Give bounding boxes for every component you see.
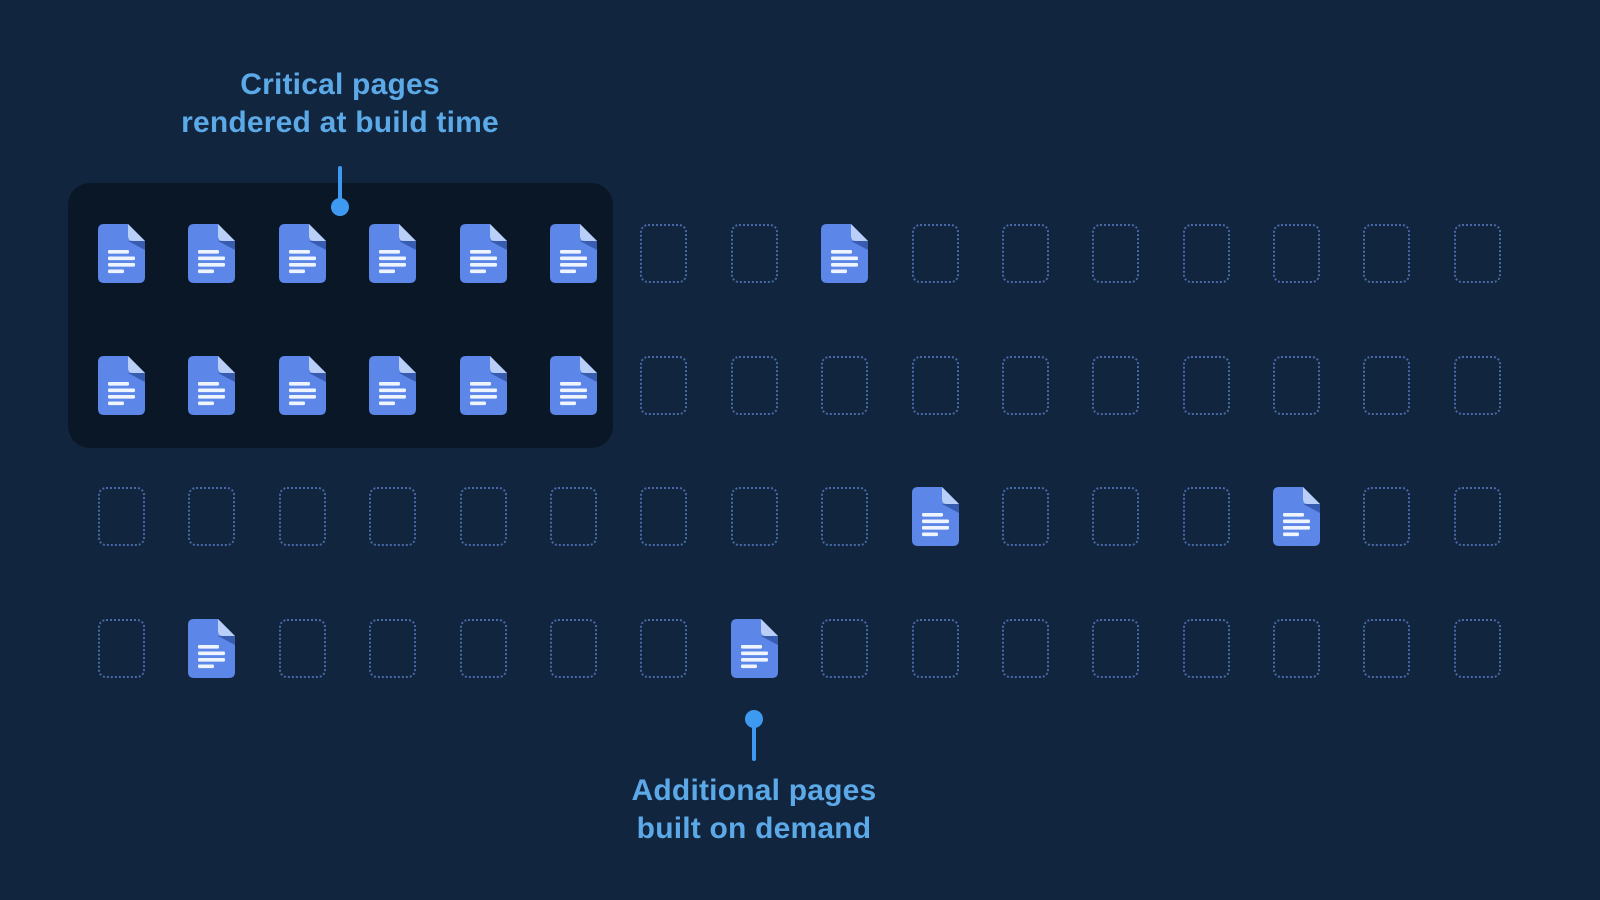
placeholder-slot [1182, 355, 1230, 415]
placeholder-slot [1092, 224, 1140, 283]
demand-connector-line [752, 719, 756, 761]
build-connector-dot [331, 198, 349, 216]
document-icon [730, 618, 778, 678]
document-icon [549, 355, 597, 415]
build-annotation-line2: rendered at build time [181, 106, 499, 139]
placeholder-slot [1001, 355, 1049, 415]
placeholder-slot [1453, 487, 1501, 546]
placeholder-slot [1001, 224, 1049, 283]
placeholder-slot [1182, 618, 1230, 678]
placeholder-slot [98, 487, 145, 546]
placeholder-slot [640, 355, 688, 415]
placeholder-slot [821, 355, 869, 415]
placeholder-slot [911, 618, 959, 678]
document-icon [1273, 487, 1321, 546]
doc-glyph [369, 224, 417, 283]
doc-glyph [1273, 487, 1321, 546]
doc-glyph [188, 224, 236, 283]
placeholder-slot [730, 487, 778, 546]
placeholder-slot [640, 618, 688, 678]
placeholder-slot [640, 224, 688, 283]
document-icon [459, 355, 507, 415]
document-icon [188, 355, 236, 415]
placeholder-slot [911, 224, 959, 283]
placeholder-slot [188, 487, 236, 546]
build-annotation: Critical pages rendered at build time [80, 66, 600, 142]
doc-glyph [821, 224, 869, 283]
document-icon [278, 355, 326, 415]
doc-glyph [188, 618, 236, 678]
doc-glyph [911, 487, 959, 546]
demand-annotation-line2: built on demand [636, 812, 872, 845]
placeholder-slot [1363, 487, 1411, 546]
placeholder-slot [1363, 355, 1411, 415]
placeholder-slot [1363, 618, 1411, 678]
demand-annotation-line1: Additional pages [631, 774, 877, 807]
placeholder-slot [1273, 355, 1321, 415]
placeholder-slot [278, 618, 326, 678]
doc-glyph [278, 355, 326, 415]
placeholder-slot [1182, 487, 1230, 546]
doc-glyph [98, 355, 145, 415]
placeholder-slot [730, 355, 778, 415]
placeholder-slot [1001, 618, 1049, 678]
placeholder-slot [1453, 355, 1501, 415]
placeholder-slot [1273, 224, 1321, 283]
placeholder-slot [1273, 618, 1321, 678]
page-grid [98, 224, 1501, 678]
doc-glyph [549, 224, 597, 283]
placeholder-slot [911, 355, 959, 415]
placeholder-slot [821, 487, 869, 546]
placeholder-slot [459, 618, 507, 678]
document-icon [369, 224, 417, 283]
demand-annotation: Additional pages built on demand [494, 772, 1014, 848]
doc-glyph [98, 224, 145, 283]
doc-glyph [459, 224, 507, 283]
placeholder-slot [1001, 487, 1049, 546]
document-icon [98, 224, 145, 283]
placeholder-slot [369, 618, 417, 678]
document-icon [369, 355, 417, 415]
document-icon [98, 355, 145, 415]
placeholder-slot [1453, 224, 1501, 283]
doc-glyph [549, 355, 597, 415]
document-icon [188, 618, 236, 678]
build-time-group-box [68, 183, 613, 448]
doc-glyph [730, 618, 778, 678]
placeholder-slot [1363, 224, 1411, 283]
doc-glyph [188, 355, 236, 415]
document-icon [188, 224, 236, 283]
placeholder-slot [369, 487, 417, 546]
document-icon [549, 224, 597, 283]
build-annotation-line1: Critical pages [240, 68, 440, 101]
doc-glyph [459, 355, 507, 415]
placeholder-slot [1092, 487, 1140, 546]
placeholder-slot [98, 618, 145, 678]
placeholder-slot [278, 487, 326, 546]
build-connector-line [338, 166, 342, 206]
placeholder-slot [640, 487, 688, 546]
placeholder-slot [1092, 618, 1140, 678]
document-icon [821, 224, 869, 283]
placeholder-slot [549, 487, 597, 546]
document-icon [911, 487, 959, 546]
placeholder-slot [1092, 355, 1140, 415]
doc-glyph [278, 224, 326, 283]
placeholder-slot [821, 618, 869, 678]
placeholder-slot [459, 487, 507, 546]
doc-glyph [369, 355, 417, 415]
placeholder-slot [730, 224, 778, 283]
placeholder-slot [549, 618, 597, 678]
placeholder-slot [1182, 224, 1230, 283]
document-icon [278, 224, 326, 283]
document-icon [459, 224, 507, 283]
placeholder-slot [1453, 618, 1501, 678]
